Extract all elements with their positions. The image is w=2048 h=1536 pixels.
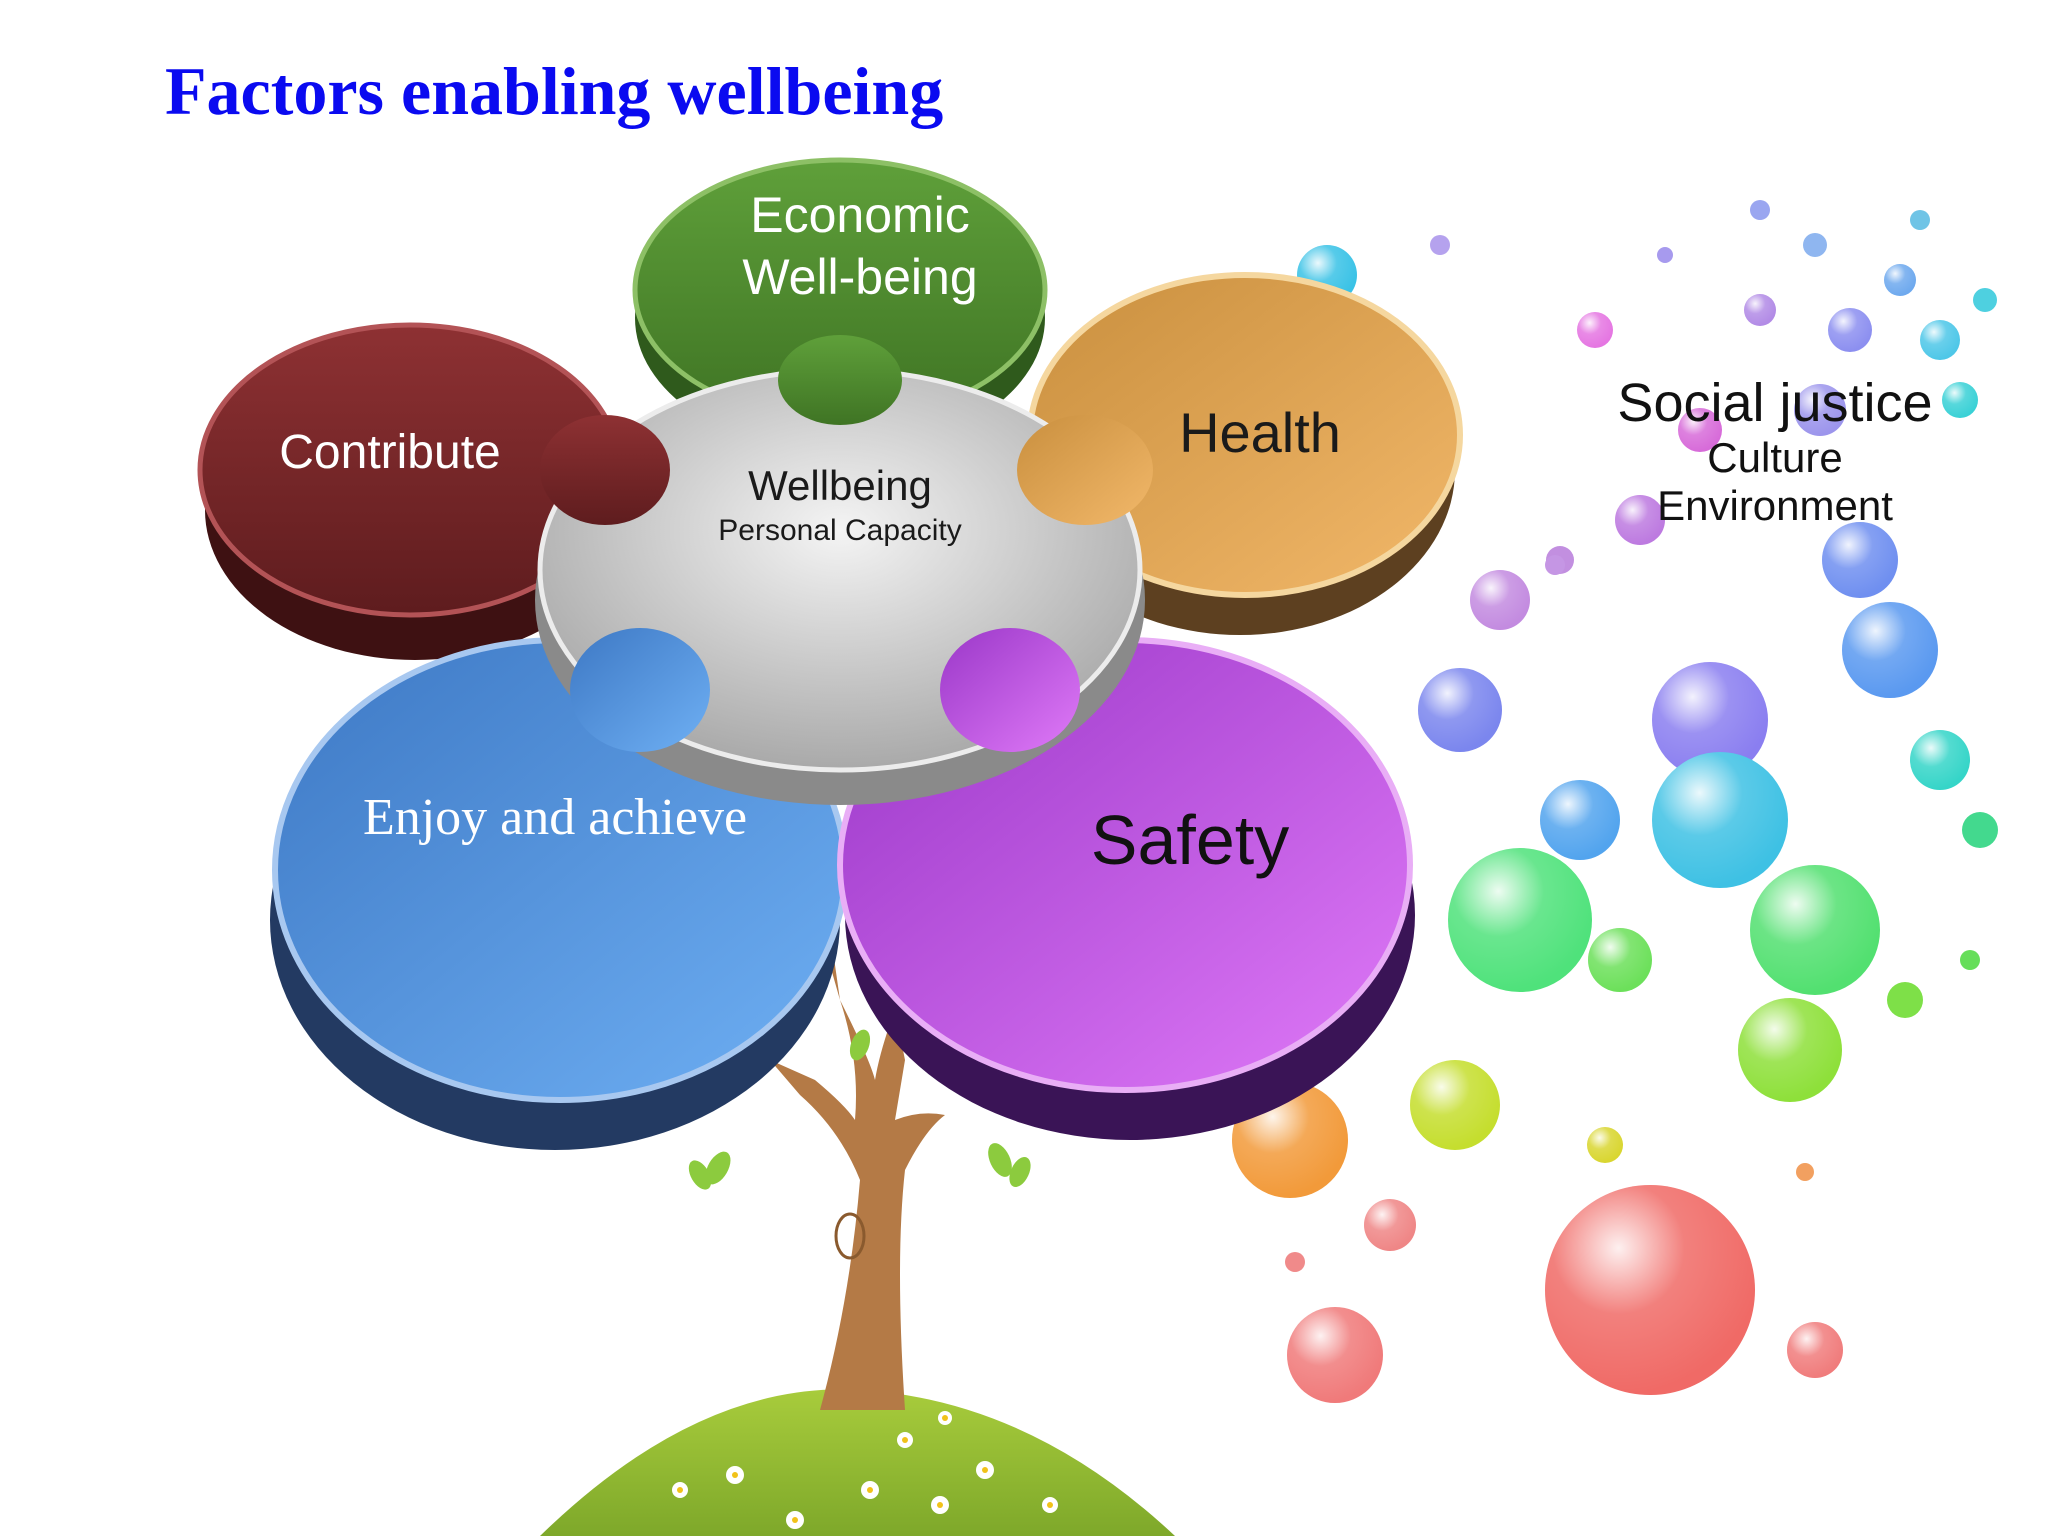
contribute-label: Contribute (279, 426, 501, 479)
enjoy-achieve-label: Enjoy and achieve (362, 789, 748, 846)
environment-label: Environment (1657, 482, 1893, 529)
personal-capacity-label: Personal Capacity (718, 514, 962, 547)
center-piece (535, 335, 1153, 805)
social-justice-label: Social justice (1617, 373, 1933, 433)
health-label: Health (1179, 401, 1341, 464)
culture-label: Culture (1707, 434, 1843, 481)
economic-label-line2: Well-being (742, 249, 978, 305)
economic-wellbeing-label: Economic Well-being (700, 184, 1020, 308)
page-title: Factors enabling wellbeing (165, 53, 944, 129)
wellbeing-label: Wellbeing (748, 462, 932, 509)
economic-label-line1: Economic (750, 187, 970, 243)
safety-label: Safety (1090, 801, 1290, 879)
bubbles-decoration (1232, 200, 1998, 1403)
social-justice-block: Social justice Culture Environment (1540, 372, 2010, 530)
center-label: Wellbeing Personal Capacity (640, 462, 1040, 548)
hill-and-tree (540, 860, 1175, 1536)
